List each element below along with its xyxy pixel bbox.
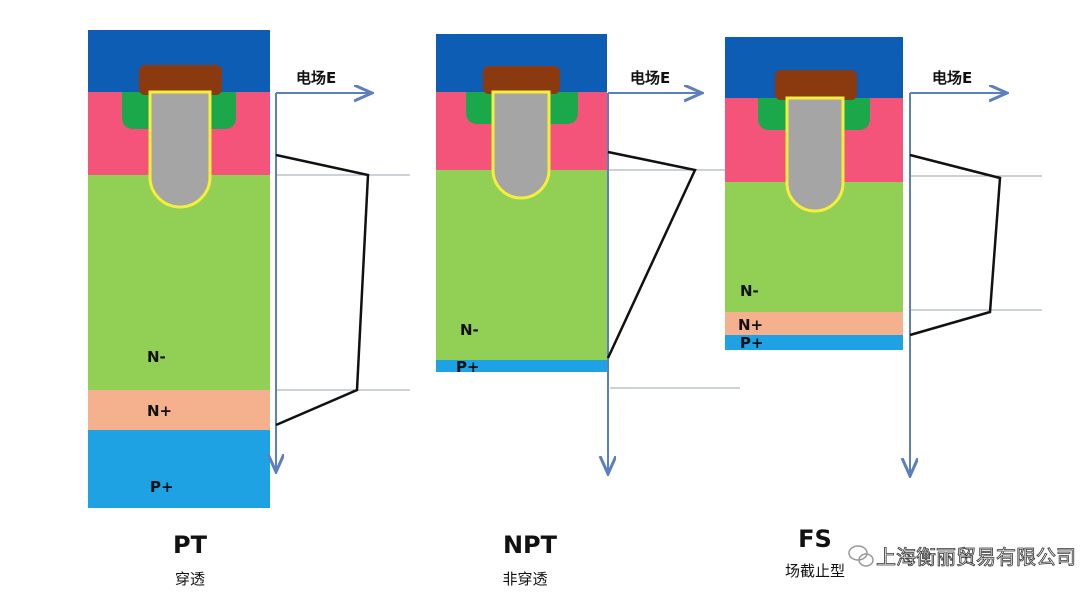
npt-device: N- P+ 电场E NPT 非穿透: [436, 34, 740, 588]
watermark: 上海衡丽贸易有限公司: [848, 545, 1076, 569]
emitter-metal: [139, 65, 222, 95]
device-subtitle: 非穿透: [502, 570, 547, 588]
p-collector: [88, 430, 270, 508]
watermark-text: 上海衡丽贸易有限公司: [876, 545, 1076, 569]
axis-label: 电场E: [296, 69, 336, 87]
device-title: NPT: [503, 531, 558, 559]
fs-device: N- N+ P+ 电场E FS 场截止型: [725, 37, 1042, 580]
trench-gate: [148, 90, 212, 209]
layer-label: P+: [740, 334, 764, 352]
axis-label: 电场E: [630, 69, 670, 87]
axis-label: 电场E: [932, 69, 972, 87]
layer-label: P+: [150, 478, 174, 496]
n-buffer: [88, 390, 270, 430]
device-title: PT: [173, 531, 208, 559]
wechat-icon: [848, 545, 874, 567]
layer-label: P+: [456, 358, 480, 376]
layer-label: N-: [740, 282, 759, 300]
device-subtitle: 场截止型: [785, 562, 845, 580]
n-drift: [88, 175, 270, 390]
device-subtitle: 穿透: [175, 570, 205, 588]
layer-label: N-: [147, 348, 166, 366]
layer-label: N+: [147, 402, 172, 420]
layer-label: N+: [738, 316, 763, 334]
field-profile: [275, 153, 370, 427]
layer-label: N-: [460, 321, 479, 339]
device-title: FS: [798, 525, 832, 553]
pt-device: N- N+ P+ 电场E PT 穿透: [88, 30, 410, 588]
